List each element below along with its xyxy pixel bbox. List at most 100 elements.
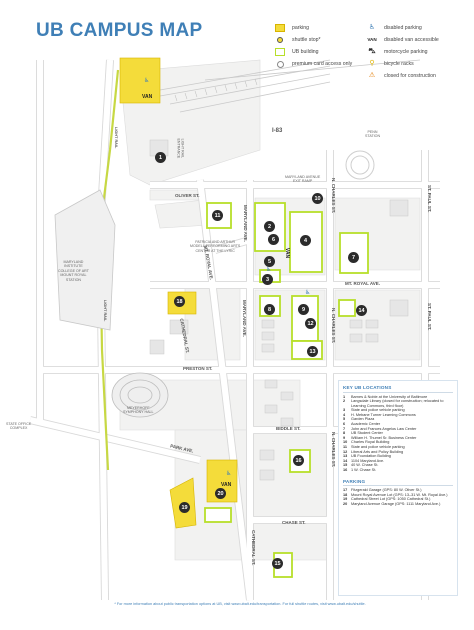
footer-note: * For more information about public tran… (114, 602, 366, 606)
bicycle-icon: ⚲ (369, 60, 375, 67)
legend-label: shuttle stop* (292, 37, 321, 43)
label-penn-station: PENN STATION (365, 130, 381, 139)
location-marker-16[interactable]: 16 (293, 455, 304, 466)
map-title: UB CAMPUS MAP (36, 20, 203, 41)
street-charles-mid: N. CHARLES ST. (331, 308, 336, 344)
legend-item: UB building (275, 46, 352, 58)
label-light-rail-entrance: LIGHT RAIL ENTRANCE (175, 138, 185, 159)
van-label: VAN (221, 482, 232, 488)
legend-item: VAN disabled van accessible (367, 34, 439, 46)
street-charles-south: N. CHARLES ST. (331, 432, 336, 468)
street-maryland-south: MARYLAND AVE. (242, 300, 247, 337)
location-marker-18[interactable]: 18 (174, 296, 185, 307)
accessible-icon: ♿ (266, 267, 272, 273)
location-marker-11[interactable]: 11 (212, 210, 223, 221)
parking-icon (275, 24, 285, 32)
legend-label: UB building (292, 49, 319, 55)
street-st-paul-north: ST. PAUL ST. (427, 185, 432, 213)
location-marker-3[interactable]: 3 (262, 274, 273, 285)
location-marker-14[interactable]: 14 (356, 305, 367, 316)
accessible-icon: ♿ (226, 471, 232, 477)
location-marker-7[interactable]: 7 (348, 252, 359, 263)
accessible-icon: ♿ (368, 24, 376, 31)
mica-building (54, 189, 116, 331)
label-mica: MARYLAND INSTITUTE COLLEGE OF ART MOUNT … (58, 260, 89, 282)
penn-station-rings (345, 150, 375, 180)
legend-item: shuttle stop* (275, 34, 352, 46)
location-marker-15[interactable]: 15 (272, 558, 283, 569)
legend-item: premium card access only (275, 58, 352, 70)
location-marker-6[interactable]: 6 (268, 234, 279, 245)
location-marker-4[interactable]: 4 (300, 235, 311, 246)
legend-item: parking (275, 22, 352, 34)
meyerhoff-hall (111, 372, 169, 418)
street-st-paul-south: ST. PAUL ST. (427, 303, 432, 331)
van-label: VAN (284, 247, 291, 259)
location-marker-13[interactable]: 13 (307, 346, 318, 357)
label-symphony: MEYERHOFF SYMPHONY HALL (123, 406, 154, 415)
location-marker-1[interactable]: 1 (155, 152, 166, 163)
location-marker-12[interactable]: 12 (305, 318, 316, 329)
rail-corridor (159, 59, 421, 113)
street-chase: CHASE ST. (282, 520, 306, 525)
highway-i83: I-83 (272, 128, 283, 134)
location-marker-8[interactable]: 8 (264, 304, 275, 315)
legend-label: disabled parking (384, 25, 422, 31)
light-rail-label-north: LIGHT RAIL (114, 127, 118, 149)
location-marker-9[interactable]: 9 (298, 304, 309, 315)
legend-label: motorcycle parking (384, 49, 428, 55)
location-marker-10[interactable]: 10 (312, 193, 323, 204)
street-cathedral-south: CATHEDRAL ST. (251, 530, 256, 566)
accessible-icon: ♿ (144, 78, 150, 84)
rail-hatch (174, 78, 258, 102)
motorcycle-icon: ⛍ (368, 48, 376, 55)
location-marker-2[interactable]: 2 (264, 221, 275, 232)
construction-icon: ⚠ (368, 72, 376, 79)
van-label: VAN (142, 94, 153, 100)
location-marker-19[interactable]: 19 (179, 502, 190, 513)
legend-right: ♿ disabled parking VAN disabled van acce… (367, 22, 439, 82)
legend-item: ♿ disabled parking (367, 22, 439, 34)
street-maryland-north: MARYLAND AVE. (243, 205, 248, 242)
light-rail-label-south: LIGHT RAIL (103, 300, 107, 322)
parking-heading: PARKING (343, 479, 453, 487)
legend-item: ⛍ motorcycle parking (367, 46, 439, 58)
legend-item: ⚠ closed for construction (367, 70, 439, 82)
location-marker-5[interactable]: 5 (264, 256, 275, 267)
street-oliver: OLIVER ST. (175, 193, 200, 198)
key-locations-heading: KEY UB LOCATIONS (343, 385, 453, 393)
legend-left: parking shuttle stop* UB building premiu… (275, 22, 352, 70)
legend-item: ⚲ bicycle racks (367, 58, 439, 70)
street-biddle: BIDDLE ST. (276, 426, 301, 431)
van-icon: VAN (367, 37, 377, 42)
street-mt-royal-east: MT. ROYAL AVE. (345, 281, 381, 286)
street-charles-north: N. CHARLES ST. (331, 178, 336, 214)
label-state-office: STATE OFFICE COMPLEX (6, 422, 32, 431)
legend-label: premium card access only (292, 61, 353, 67)
location-marker-20[interactable]: 20 (215, 488, 226, 499)
legend-label: bicycle racks (384, 61, 414, 67)
label-lyric: PATRICIA AND ARTHUR MODELL PERFORMING AR… (190, 240, 241, 253)
legend-label: disabled van accessible (384, 37, 439, 43)
shuttle-stop-icon (277, 37, 283, 43)
